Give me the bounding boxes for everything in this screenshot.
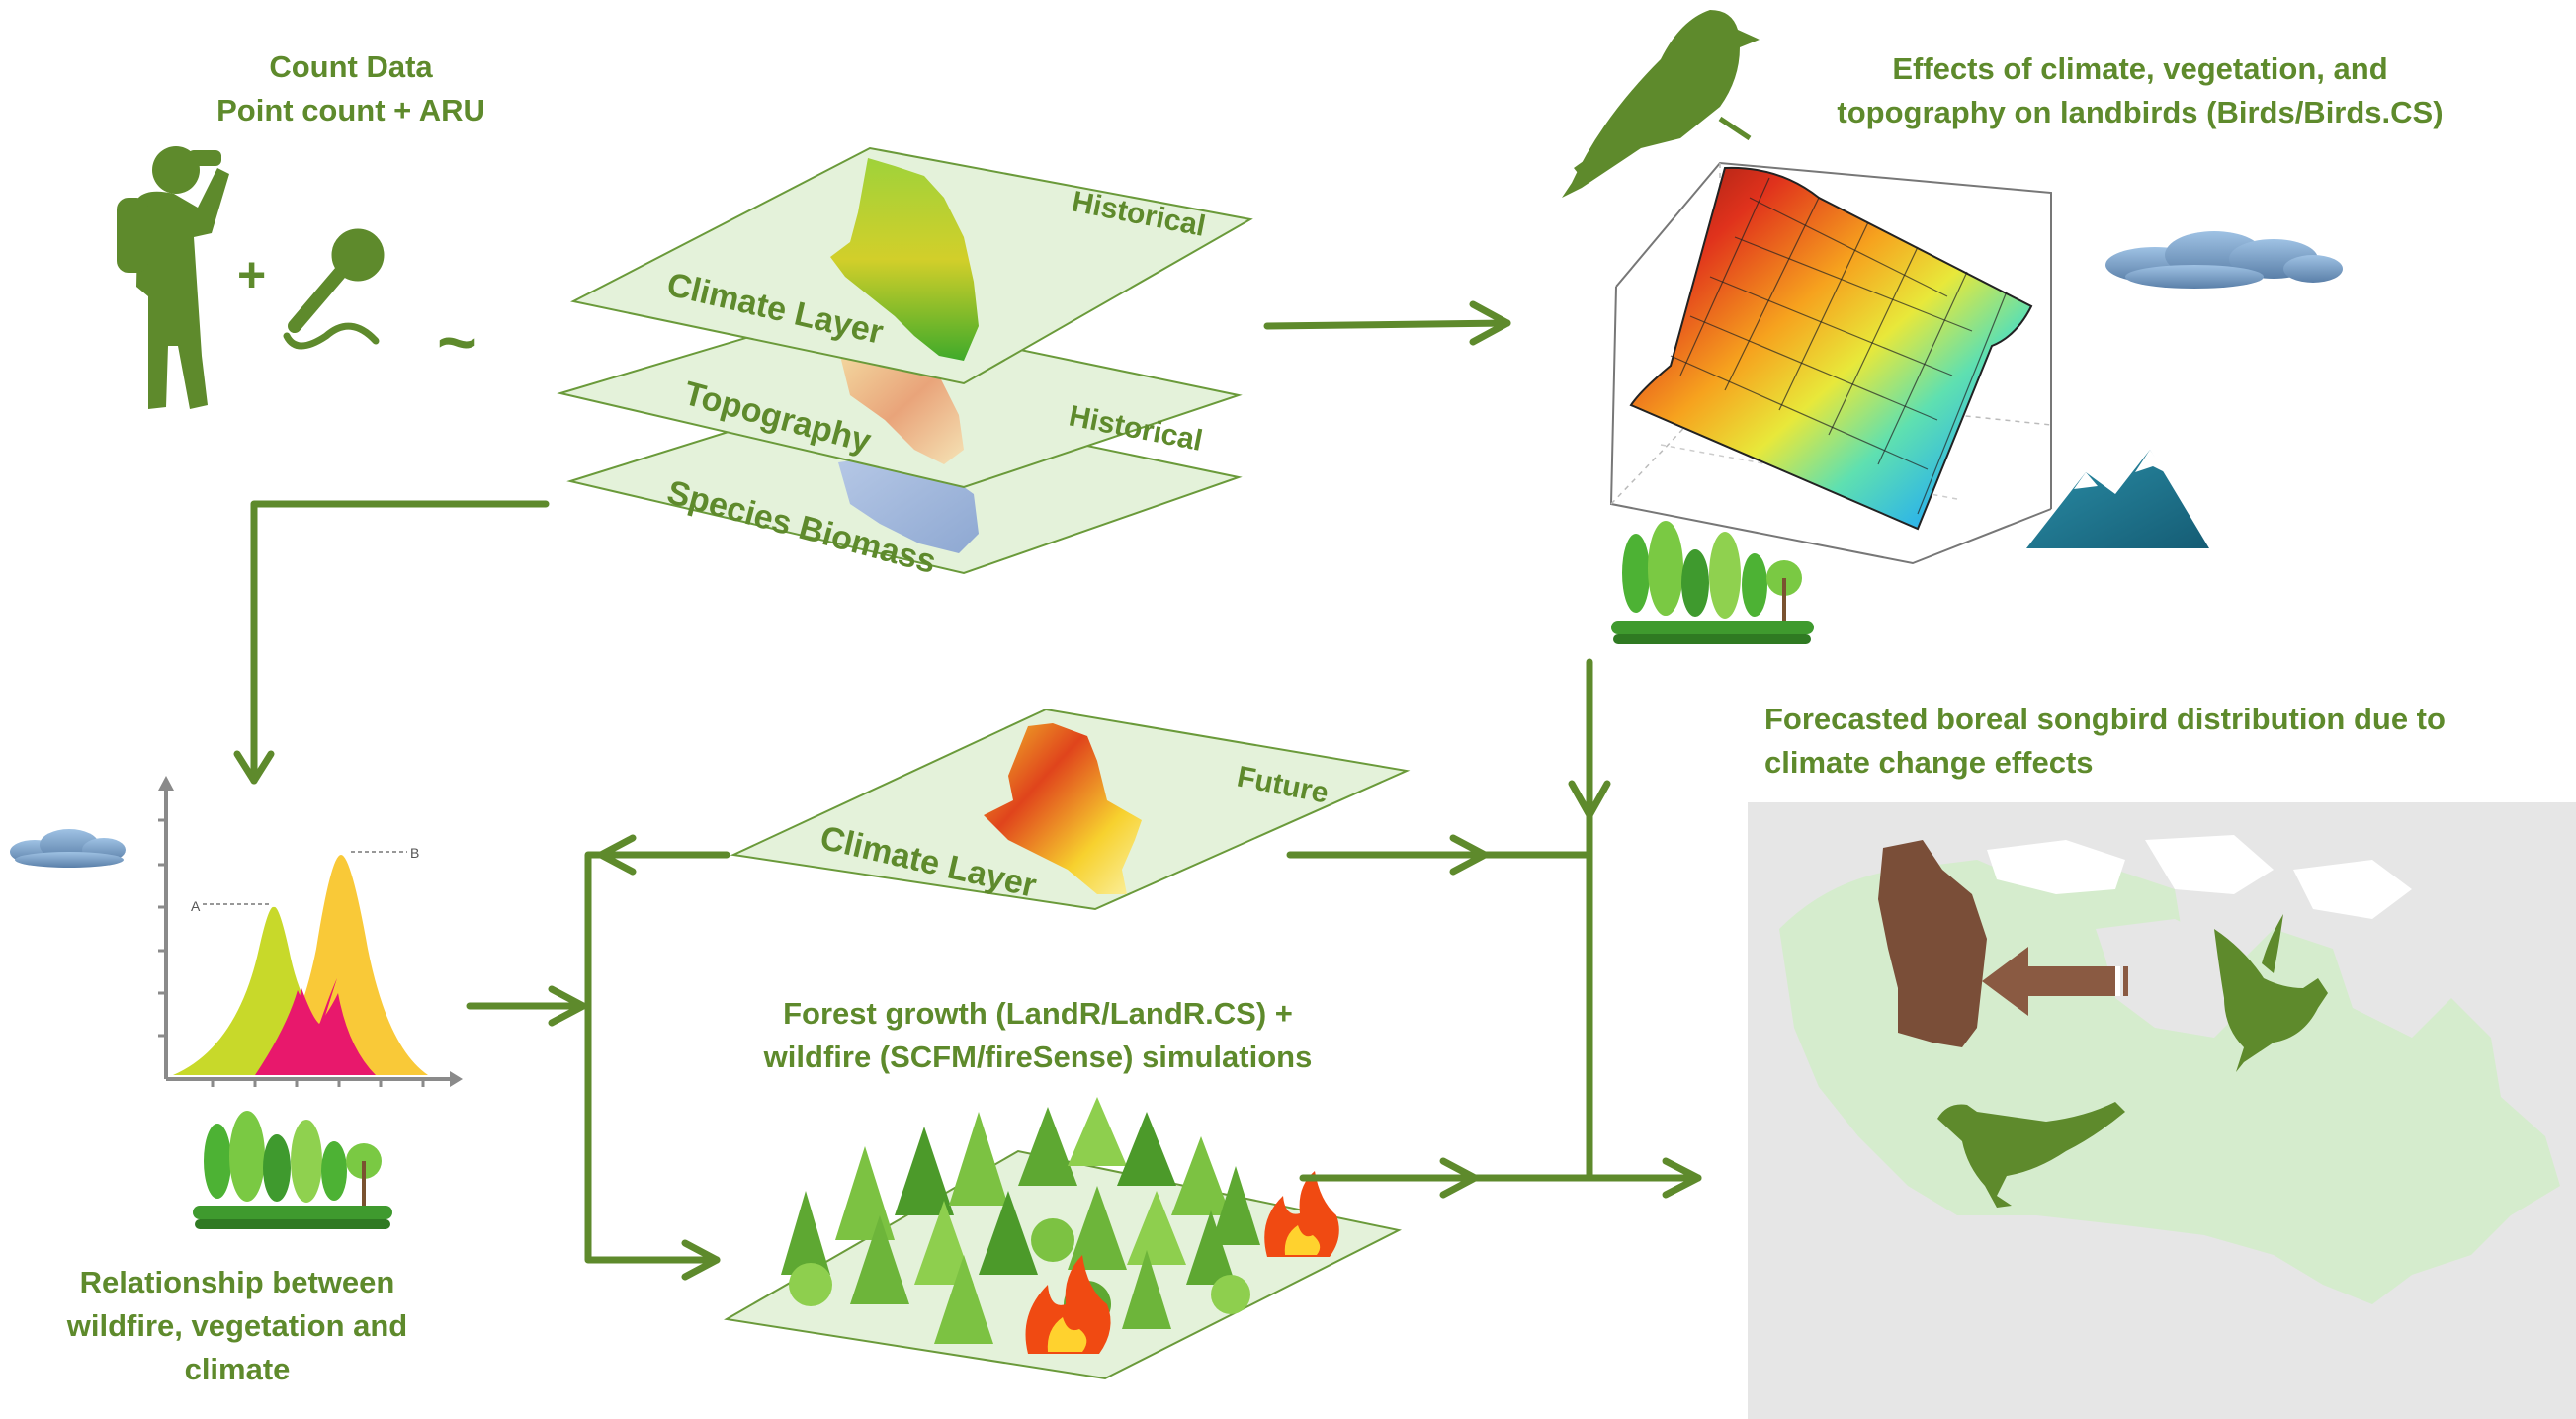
cloud-icon [2105,231,2343,289]
arrow-relationship-to-simulations [466,834,730,1281]
forest-line-2: wildfire (SCFM/fireSense) simulations [763,1040,1313,1074]
forest-simulation-illustration [724,1097,1403,1380]
perched-bird-icon [1937,1102,2125,1208]
relationship-line-1: Relationship between [79,1265,395,1299]
topography-map [840,351,964,464]
relationship-line-2: wildfire, vegetation and [66,1308,408,1343]
effects-line-2: topography on landbirds (Birds/Birds.CS) [1837,95,2444,129]
flying-bird-icon [2214,914,2328,1072]
historical-layer-stack [557,146,1253,575]
tilde-sign: ~ [437,303,477,380]
effects-line-1: Effects of climate, vegetation, and [1892,51,2388,86]
curve-label-a: A [191,898,201,914]
climate-future-map [984,723,1142,894]
arrow-layers-to-relationship [233,500,550,785]
fire-icon [1025,1255,1111,1354]
3d-surface-plot [1609,161,2052,565]
forest-strip-icon-left [193,1111,392,1229]
forest-line-1: Forest growth (LandR/LandR.CS) + [783,996,1293,1031]
plus-sign: + [237,247,266,302]
fire-icon [1264,1171,1339,1257]
forecast-line-2: climate change effects [1764,745,2094,780]
count-data-title: Count Data [269,49,433,84]
bird-perched-icon [1562,10,1760,198]
range-shift-region [1878,840,1987,1047]
canada-forecast-map [1748,802,2576,1419]
connector-arrows-right [1286,658,1702,1199]
relationship-curve-chart: A B [158,776,463,1087]
relationship-label: Relationship between wildfire, vegetatio… [40,1261,435,1391]
birder-silhouette-icon [117,146,229,409]
count-data-subtitle: Point count + ARU [216,93,485,127]
climate-historical-map [830,158,979,361]
mountain-icon [2026,450,2209,548]
arrow-layers-to-effects [1263,300,1511,346]
curve-label-b: B [410,845,419,861]
effects-label: Effects of climate, vegetation, and topo… [1799,47,2481,134]
count-data-label: Count Data Point count + ARU [188,45,514,132]
forecast-label: Forecasted boreal songbird distribution … [1764,698,2558,785]
range-shift-arrow [1982,947,2128,1016]
relationship-line-3: climate [184,1352,291,1386]
forest-simulation-label: Forest growth (LandR/LandR.CS) + wildfir… [712,992,1364,1079]
forecast-line-1: Forecasted boreal songbird distribution … [1764,702,2446,736]
microphone-icon [283,228,385,350]
forest-strip-icon-right [1611,521,1814,644]
cloud-icon-left [10,829,126,868]
